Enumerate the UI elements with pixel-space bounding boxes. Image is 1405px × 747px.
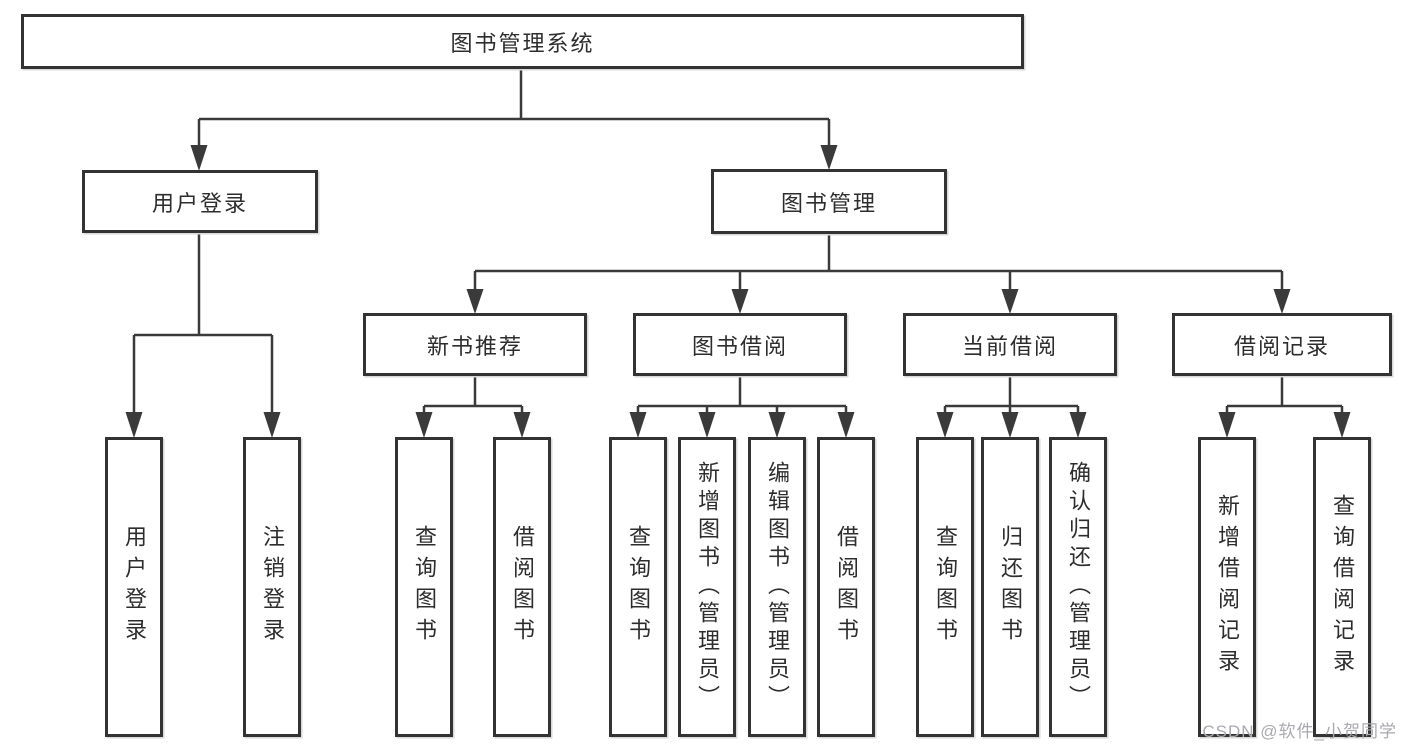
- arrowhead: [698, 412, 716, 438]
- arrowhead: [1069, 412, 1087, 438]
- arrowhead: [768, 412, 786, 438]
- arrowhead: [629, 412, 647, 438]
- node-label: 图书管理系统: [450, 30, 595, 56]
- node-label: 图书借阅: [691, 333, 788, 359]
- arrowhead: [190, 145, 208, 171]
- node-query-books-recommend: 查询图书: [395, 437, 453, 737]
- connector-bookmgmt-split: [473, 234, 1284, 295]
- node-label: 借阅图书: [834, 525, 859, 649]
- arrowhead: [466, 289, 484, 314]
- node-label: 查询借阅记录: [1330, 494, 1355, 680]
- arrowhead: [820, 145, 838, 170]
- connector-current-split: [943, 376, 1080, 418]
- node-label: 编辑图书（管理员）: [765, 461, 790, 713]
- node-book-borrowing: 图书借阅: [633, 313, 847, 376]
- node-user-login-leaf: 用户登录: [105, 437, 163, 737]
- arrowhead: [1001, 289, 1019, 314]
- node-return-books: 归还图书: [981, 437, 1039, 737]
- node-label: 新书推荐: [426, 333, 523, 359]
- node-label: 新增图书（管理员）: [695, 461, 720, 713]
- node-label: 借阅记录: [1233, 333, 1330, 359]
- arrowhead: [1218, 412, 1236, 438]
- node-query-books-current: 查询图书: [916, 437, 974, 737]
- node-library-management-system: 图书管理系统: [21, 14, 1024, 69]
- connector-root-split: [197, 69, 831, 150]
- arrowhead: [125, 412, 143, 438]
- node-borrow-records: 借阅记录: [1172, 313, 1392, 376]
- node-add-books-admin: 新增图书（管理员）: [678, 437, 736, 737]
- arrowhead: [936, 412, 954, 438]
- node-add-borrow-record: 新增借阅记录: [1198, 437, 1256, 737]
- node-new-book-recommend: 新书推荐: [363, 313, 587, 376]
- node-query-books-borrowing: 查询图书: [609, 437, 667, 737]
- arrowhead: [513, 412, 531, 438]
- node-label: 确认归还（管理员）: [1066, 461, 1091, 713]
- node-confirm-return-admin: 确认归还（管理员）: [1049, 437, 1107, 737]
- arrowhead: [1273, 289, 1291, 314]
- node-label: 查询图书: [412, 525, 437, 649]
- node-borrow-books-recommend: 借阅图书: [493, 437, 551, 737]
- connector-newbook-split: [422, 376, 524, 418]
- node-logout: 注销登录: [243, 437, 301, 737]
- node-label: 归还图书: [998, 525, 1023, 649]
- arrowhead: [837, 412, 855, 438]
- node-label: 图书管理: [780, 190, 877, 216]
- node-book-management: 图书管理: [711, 169, 947, 234]
- node-query-borrow-record: 查询借阅记录: [1313, 437, 1371, 737]
- connector-borrowing-split: [636, 376, 848, 418]
- node-label: 用户登录: [151, 190, 248, 216]
- csdn-watermark: CSDN @软件_小贺同学: [1202, 722, 1397, 741]
- arrowhead: [1001, 412, 1019, 438]
- node-current-borrowing: 当前借阅: [903, 313, 1117, 376]
- arrowhead: [263, 412, 281, 438]
- arrowhead: [731, 289, 749, 314]
- node-user-login: 用户登录: [82, 170, 318, 233]
- node-label: 借阅图书: [510, 525, 535, 649]
- node-label: 查询图书: [626, 525, 651, 649]
- arrowheads: [125, 145, 1351, 438]
- node-label: 新增借阅记录: [1215, 494, 1240, 680]
- node-label: 查询图书: [933, 525, 958, 649]
- node-borrow-books: 借阅图书: [817, 437, 875, 737]
- arrowhead: [1333, 412, 1351, 438]
- connector-records-split: [1225, 376, 1344, 418]
- arrowhead: [415, 412, 433, 438]
- node-edit-books-admin: 编辑图书（管理员）: [748, 437, 806, 737]
- node-label: 用户登录: [122, 525, 147, 649]
- node-label: 注销登录: [260, 525, 285, 649]
- node-label: 当前借阅: [961, 333, 1058, 359]
- connector-userlogin-split: [132, 233, 274, 418]
